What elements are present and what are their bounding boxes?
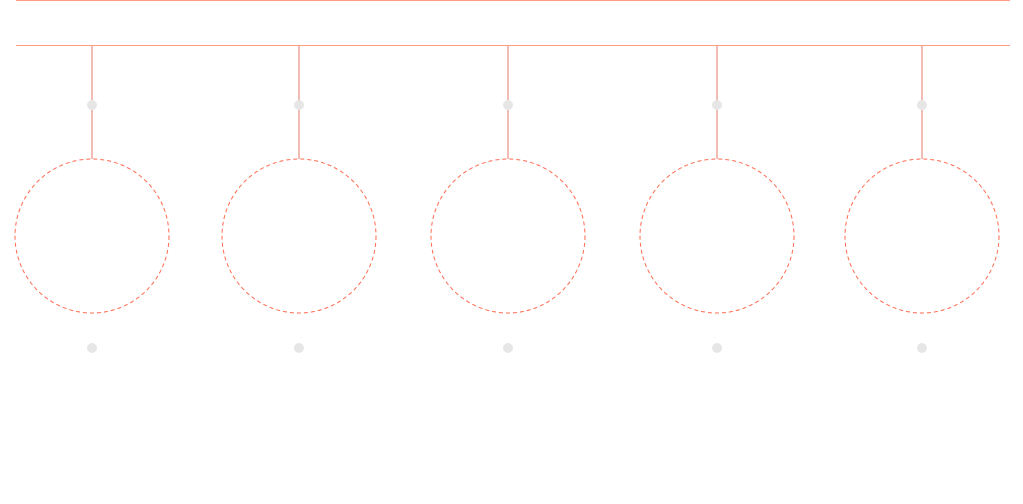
node-lower-dot bbox=[917, 343, 927, 353]
node-4 bbox=[639, 46, 795, 381]
node-dashed-circle bbox=[221, 158, 377, 314]
node-lower-dot bbox=[712, 343, 722, 353]
node-3 bbox=[430, 46, 586, 381]
node-group bbox=[14, 46, 1000, 381]
node-lower-dot bbox=[87, 343, 97, 353]
node-dashed-circle bbox=[844, 158, 1000, 314]
node-1 bbox=[14, 46, 170, 381]
node-lower-dot bbox=[294, 343, 304, 353]
node-dashed-circle bbox=[639, 158, 795, 314]
node-upper-dot bbox=[917, 100, 927, 110]
node-upper-dot bbox=[712, 100, 722, 110]
node-upper-dot bbox=[503, 100, 513, 110]
node-dashed-circle bbox=[430, 158, 586, 314]
node-dashed-circle bbox=[14, 158, 170, 314]
node-2 bbox=[221, 46, 377, 381]
node-lower-dot bbox=[503, 343, 513, 353]
node-upper-dot bbox=[87, 100, 97, 110]
node-upper-dot bbox=[294, 100, 304, 110]
node-5 bbox=[844, 46, 1000, 381]
